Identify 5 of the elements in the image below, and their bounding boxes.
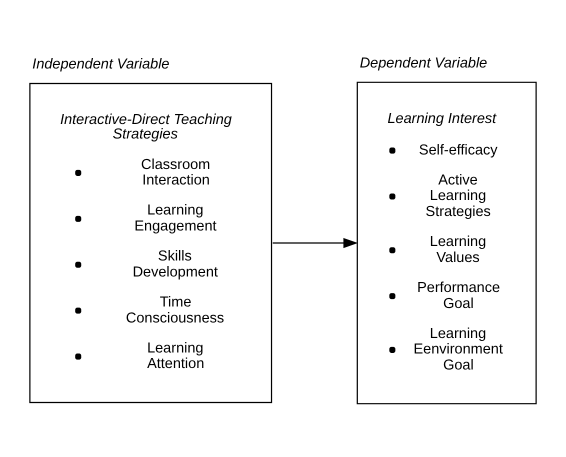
node-label: Independent Variable	[32, 56, 170, 73]
node-label: Dependent Variable	[360, 55, 488, 72]
node-box: Learning Interest Self-efficacy Active Learning Strategies Learning Values Performance Goal Learning Eenvironment Goal	[356, 82, 537, 404]
node-box: Interactive-Direct Teaching Strategies Classroom Interaction Learning Engagement Skills Development Time Consciousness Learning Attention	[29, 82, 272, 404]
arrow	[272, 238, 358, 248]
